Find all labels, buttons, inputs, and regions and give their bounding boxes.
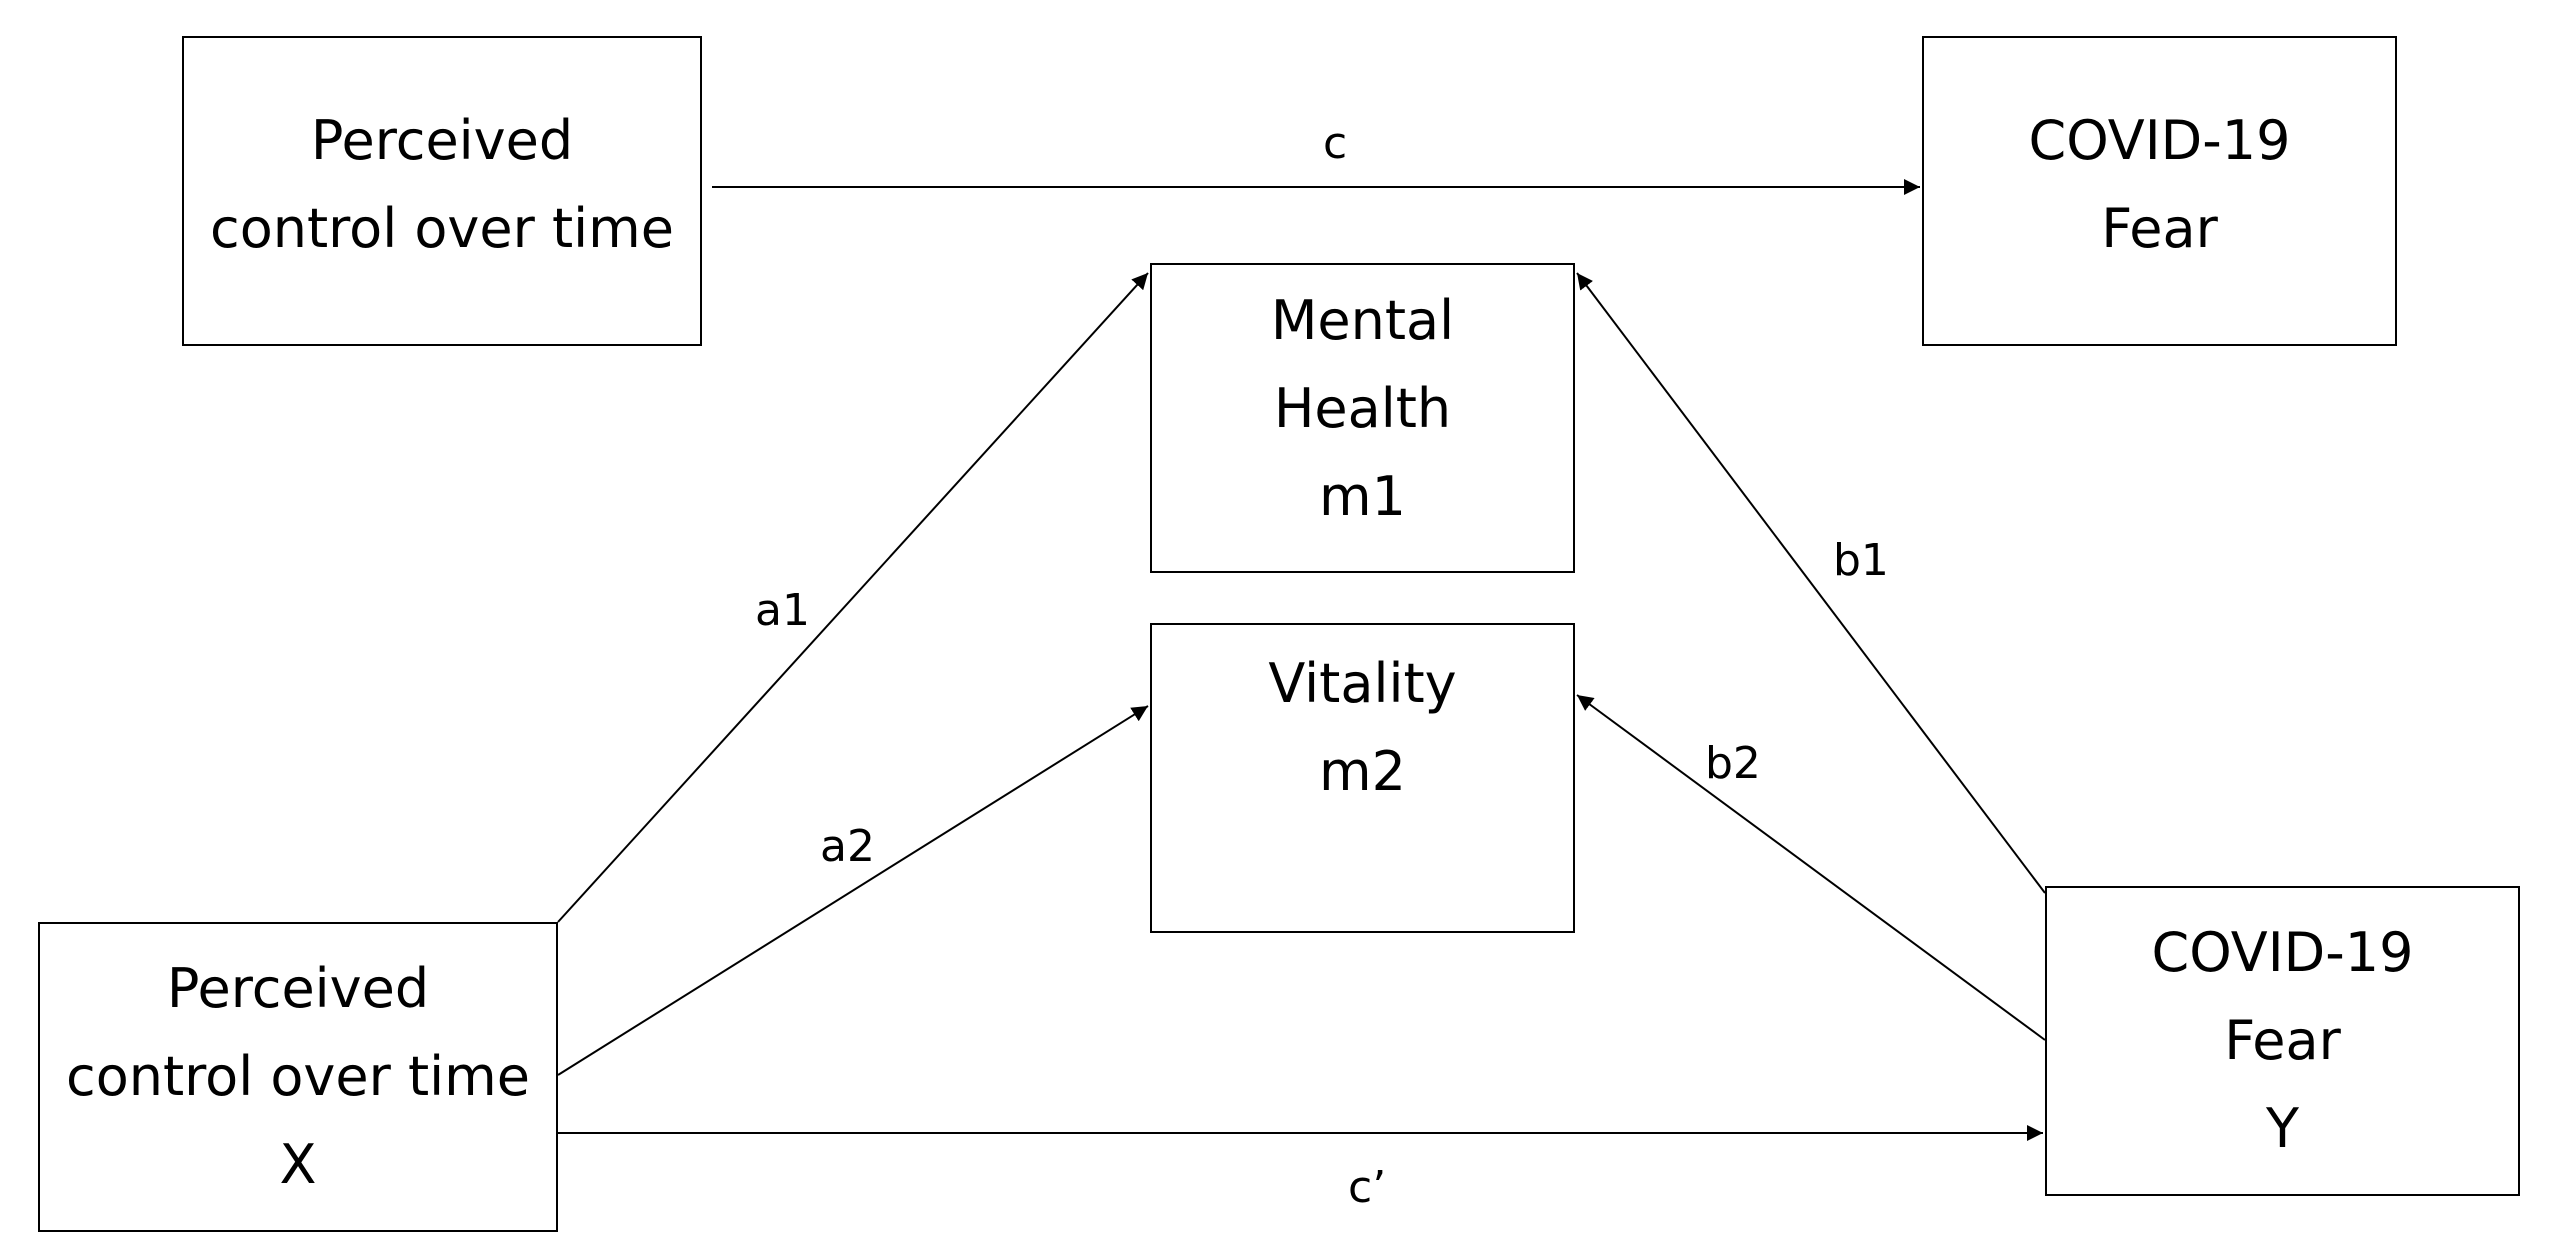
path-a2-arrow — [557, 705, 1149, 1076]
path-a1-arrow — [557, 272, 1149, 923]
outcome-top-line-1: COVID-19 — [2028, 109, 2291, 172]
path-a1-label: a1 — [755, 585, 810, 636]
predictor-bottom-line-3: X — [279, 1133, 317, 1196]
mediator-m1-text: Mental Health m1 — [1271, 277, 1454, 541]
mediator-m1-line-1: Mental — [1270, 289, 1455, 352]
path-c-label: c — [1323, 118, 1348, 169]
outcome-box-bottom-text: COVID-19 Fear Y — [2152, 909, 2414, 1173]
predictor-bottom-line-2: control over time — [66, 1045, 530, 1108]
outcome-bottom-line-1: COVID-19 — [2151, 921, 2414, 984]
path-b1-label: b1 — [1833, 535, 1889, 586]
predictor-bottom-line-1: Perceived — [166, 957, 430, 1020]
predictor-box-top: Perceived control over time — [182, 36, 702, 346]
outcome-bottom-line-3: Y — [2266, 1097, 2299, 1160]
mediator-m2-box: Vitality m2 — [1150, 623, 1575, 933]
predictor-box-bottom-text: Perceived control over time X — [66, 945, 530, 1209]
path-b2-arrow — [1576, 694, 2046, 1041]
predictor-box-bottom: Perceived control over time X — [38, 922, 558, 1232]
path-c-prime-label: c’ — [1348, 1162, 1387, 1213]
predictor-box-top-text: Perceived control over time — [210, 97, 674, 273]
path-a2-label: a2 — [820, 821, 875, 872]
outcome-box-top-text: COVID-19 Fear — [2029, 97, 2291, 273]
mediator-m2-text: Vitality m2 — [1268, 640, 1456, 816]
mediator-m2-line-2: m2 — [1319, 740, 1406, 803]
mediator-m2-line-1: Vitality — [1268, 652, 1457, 715]
outcome-box-top: COVID-19 Fear — [1922, 36, 2397, 346]
mediator-m1-line-3: m1 — [1319, 465, 1406, 528]
path-b1-arrow — [1576, 272, 2046, 894]
outcome-bottom-line-2: Fear — [2224, 1009, 2341, 1072]
predictor-top-line-1: Perceived — [310, 109, 574, 172]
mediator-m1-line-2: Health — [1273, 377, 1452, 440]
outcome-box-bottom: COVID-19 Fear Y — [2045, 886, 2520, 1196]
path-b2-label: b2 — [1705, 738, 1761, 789]
mediator-m1-box: Mental Health m1 — [1150, 263, 1575, 573]
outcome-top-line-2: Fear — [2101, 197, 2218, 260]
predictor-top-line-2: control over time — [210, 197, 674, 260]
